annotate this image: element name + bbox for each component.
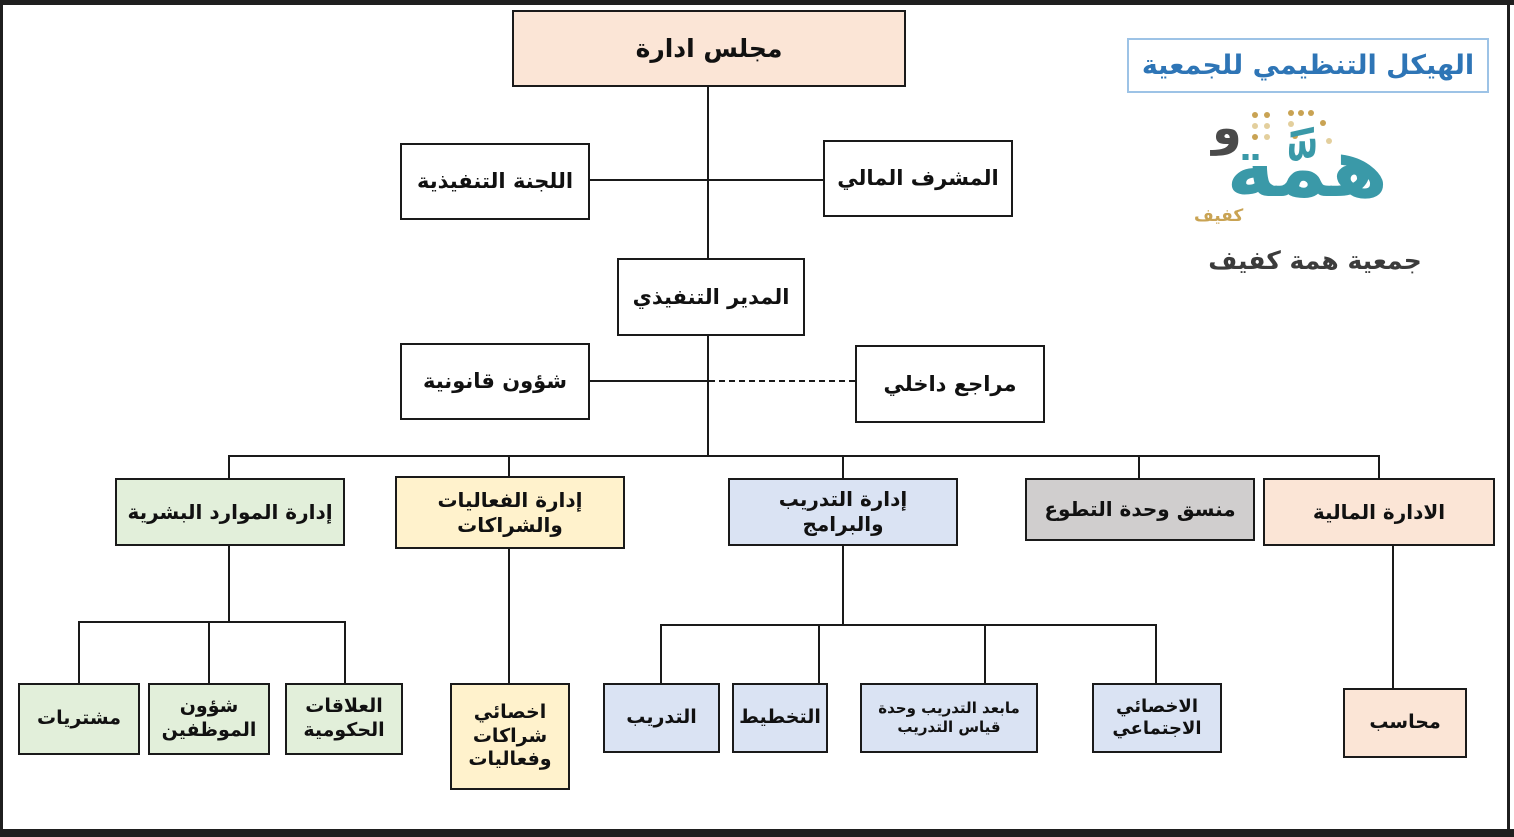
node-partnerships-events-specialist: اخصائي شراكات وفعاليات (450, 683, 570, 790)
node-social-specialist: الاخصائي الاجتماعي (1092, 683, 1222, 753)
node-planning: التخطيط (732, 683, 828, 753)
connector-legal (590, 380, 709, 382)
connector-training-trunk (842, 545, 844, 626)
node-volunteer-coordinator: منسق وحدة التطوع (1025, 478, 1255, 541)
connector-drop-social (1155, 625, 1157, 683)
node-post-training-measurement: مابعد التدريب وحدة قياس التدريب (860, 683, 1038, 753)
hemma-logo-icon: همَّة (1226, 121, 1388, 216)
frame-left (0, 0, 3, 837)
connector-drop-hr (228, 456, 230, 479)
node-events-dept: إدارة الفعاليات والشراكات (395, 476, 625, 549)
connector-training-bar (660, 624, 1157, 626)
connector-drop-gov-relations (344, 622, 346, 683)
frame-bottom (0, 829, 1514, 837)
connector-hr-trunk (228, 545, 230, 623)
connector-drop-purchases (78, 622, 80, 683)
page-title: الهيكل التنظيمي للجمعية (1127, 38, 1489, 93)
connector-drop-post-training (984, 625, 986, 683)
node-training: التدريب (603, 683, 720, 753)
connector-events-child (508, 548, 510, 683)
connector-drop-planning (818, 625, 820, 683)
logo-kafeef-label: كفيف (1194, 206, 1244, 226)
node-accountant: محاسب (1343, 688, 1467, 758)
node-financial-supervisor: المشرف المالي (823, 140, 1013, 217)
connector-drop-finance (1378, 456, 1380, 479)
connector-drop-events (508, 456, 510, 479)
logo-waw-letter: و (1212, 100, 1242, 156)
connector-accountant (1392, 545, 1394, 688)
connector-drop-training (842, 456, 844, 479)
connector-drop-employee-affairs (208, 622, 210, 683)
node-exec-committee: اللجنة التنفيذية (400, 143, 590, 220)
connector-auditor-dashed (709, 380, 855, 382)
frame-right (1507, 0, 1510, 837)
node-board: مجلس ادارة (512, 10, 906, 87)
connector-drop-training-unit (660, 625, 662, 683)
node-employee-affairs: شؤون الموظفين (148, 683, 270, 755)
connector-departments-bar (228, 455, 1380, 457)
braille-dots-icon (1252, 112, 1258, 118)
node-internal-auditor: مراجع داخلي (855, 345, 1045, 423)
frame-top (0, 0, 1514, 5)
association-name: جمعية همة كفيف (1208, 246, 1422, 275)
node-legal-affairs: شؤون قانونية (400, 343, 590, 420)
node-government-relations: العلاقات الحكومية (285, 683, 403, 755)
node-finance-dept: الادارة المالية (1263, 478, 1495, 546)
node-hr-dept: إدارة الموارد البشرية (115, 478, 345, 546)
connector-trunk-top (707, 87, 709, 258)
node-exec-director: المدير التنفيذي (617, 258, 805, 336)
connector-level2 (590, 179, 823, 181)
connector-trunk-mid (707, 336, 709, 457)
connector-drop-volunteer (1138, 456, 1140, 479)
node-training-dept: إدارة التدريب والبرامج (728, 478, 958, 546)
connector-hr-bar (78, 621, 346, 623)
node-purchases: مشتريات (18, 683, 140, 755)
